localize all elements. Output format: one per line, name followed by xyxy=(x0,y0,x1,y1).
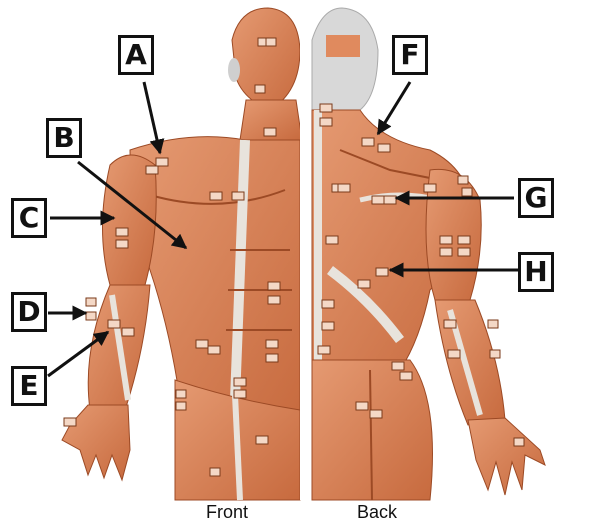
label-f: F xyxy=(392,35,428,75)
back-figure xyxy=(312,8,545,500)
arrow-a xyxy=(144,82,160,153)
front-figure xyxy=(62,8,302,500)
arrow-f xyxy=(378,82,410,134)
caption-front: Front xyxy=(206,502,248,523)
front-ear xyxy=(228,58,240,82)
back-forearm xyxy=(435,300,505,425)
label-d: D xyxy=(11,292,47,332)
label-h: H xyxy=(518,252,554,292)
label-e: E xyxy=(11,366,47,406)
panel-divider xyxy=(300,0,312,500)
label-a: A xyxy=(118,35,154,75)
caption-back: Back xyxy=(357,502,397,523)
label-c: C xyxy=(11,198,47,238)
label-b: B xyxy=(46,118,82,158)
front-head xyxy=(232,8,300,110)
front-hand xyxy=(62,405,130,480)
label-g: G xyxy=(518,178,554,218)
back-hand xyxy=(468,418,545,495)
back-head xyxy=(312,8,378,110)
